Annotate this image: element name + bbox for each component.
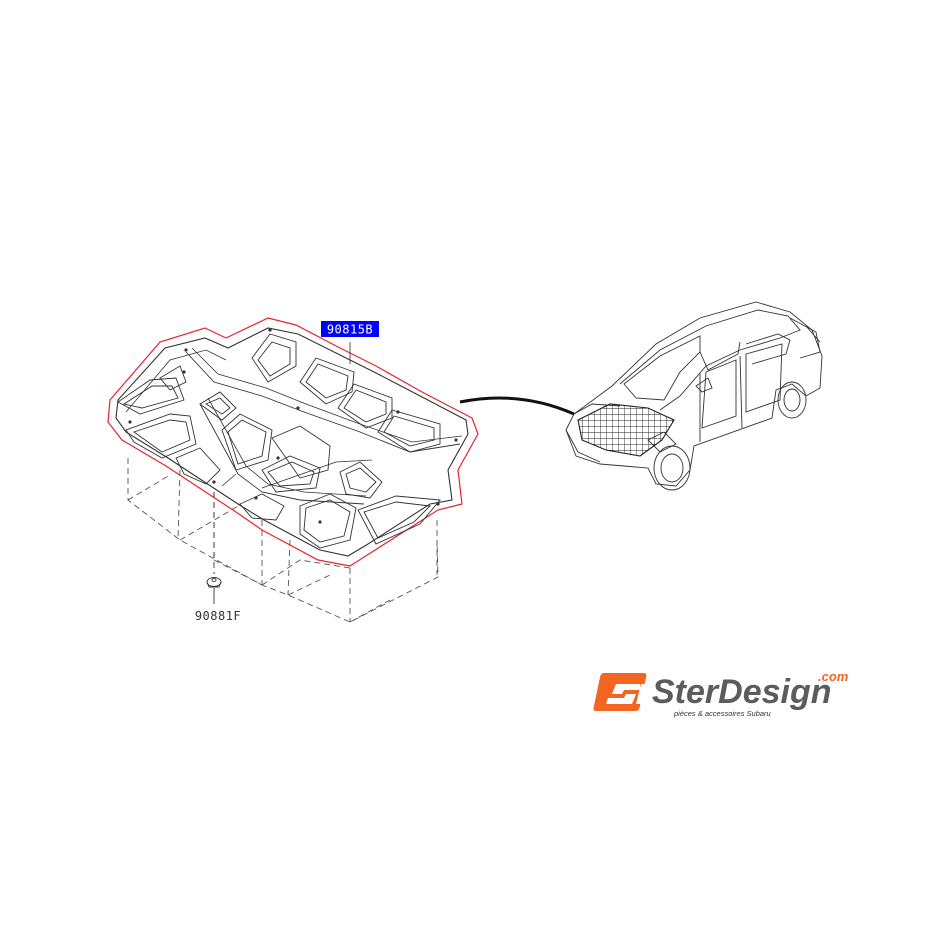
logo-domain: .com xyxy=(818,669,849,684)
logo-wordmark: SterDesign xyxy=(652,673,832,711)
location-connector xyxy=(459,396,575,416)
insulator-outline xyxy=(115,327,469,557)
hood-location-grid xyxy=(577,403,675,457)
clip-drawing xyxy=(206,492,222,604)
insulator-highlight-outline xyxy=(107,317,479,567)
callout-90815B-highlight xyxy=(321,321,379,337)
sd-badge-icon xyxy=(593,673,650,711)
insulator-clip-holes xyxy=(128,328,458,524)
hood-insulator-drawing xyxy=(107,317,479,623)
part-number-90815B: 90815B xyxy=(327,323,373,337)
part-number-90881F[interactable]: 90881F xyxy=(195,609,241,623)
hood-phantom-lines xyxy=(127,458,439,623)
insulator-panels xyxy=(117,333,441,549)
car-locator-illustration xyxy=(565,301,823,491)
logo-tagline: pièces & accessoires Subaru xyxy=(673,709,772,718)
sterdesign-logo[interactable]: SterDesign .com pièces & accessoires Sub… xyxy=(593,669,849,718)
callout-90815B[interactable]: 90815B xyxy=(321,321,379,337)
